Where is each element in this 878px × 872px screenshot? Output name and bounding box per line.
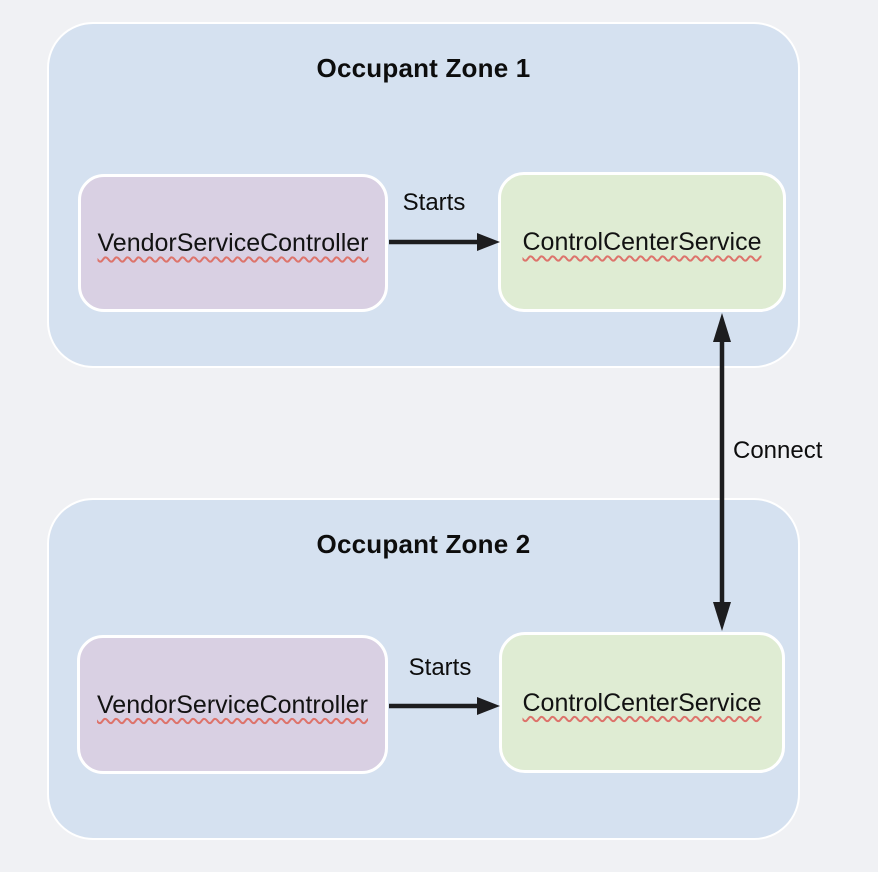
node-label: VendorServiceController bbox=[97, 229, 369, 257]
control-center-service-node-zone1[interactable]: ControlCenterService bbox=[498, 172, 786, 312]
node-label: VendorServiceController bbox=[97, 690, 368, 719]
starts-edge-label-zone1[interactable]: Starts bbox=[402, 189, 466, 216]
node-label: ControlCenterService bbox=[522, 228, 762, 256]
zone-title: Occupant Zone 1 bbox=[316, 53, 531, 83]
connect-edge-label[interactable]: Connect bbox=[733, 437, 823, 464]
vendor-service-controller-node-zone1[interactable]: VendorServiceController bbox=[78, 174, 388, 312]
control-center-service-node-zone2[interactable]: ControlCenterService bbox=[499, 632, 785, 773]
node-label: ControlCenterService bbox=[522, 688, 762, 717]
vendor-service-controller-node-zone2[interactable]: VendorServiceController bbox=[77, 635, 388, 774]
zone-title: Occupant Zone 2 bbox=[316, 529, 531, 559]
starts-edge-label-zone2[interactable]: Starts bbox=[408, 654, 472, 681]
